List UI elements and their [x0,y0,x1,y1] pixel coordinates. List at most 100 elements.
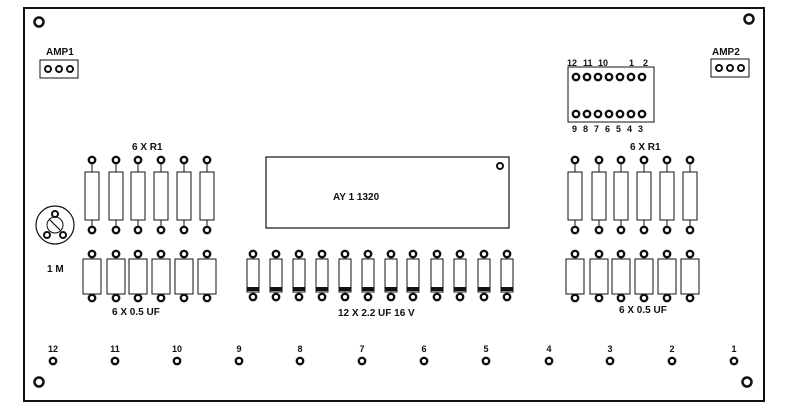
terminal-label: 2 [669,344,674,354]
polarity-band [247,287,259,291]
capacitor-pad [616,249,626,259]
capacitor-body [611,258,631,295]
capacitor-body [634,258,654,295]
terminal: 4 [544,344,554,366]
ic-pin1-marker [496,162,504,170]
connector-pin [571,109,581,119]
connector-pin-label: 12 [567,58,577,68]
amp2-label: AMP2 [712,47,740,58]
resistor-pad [111,225,121,235]
caps-left-label: 6 X 0.5 UF [112,307,160,318]
capacitor-pad [502,249,512,259]
resistor-pad [594,155,604,165]
terminal-label: 12 [48,344,58,354]
resistor-pad [639,225,649,235]
capacitor-pad [340,249,350,259]
polarity-band [362,287,374,291]
connector-pin [604,109,614,119]
capacitor-body [657,258,677,295]
terminal-pad [110,356,120,366]
caps-right-label: 6 X 0.5 UF [619,305,667,316]
resistor-bank-left [84,155,215,235]
resistor-pad [662,225,672,235]
connector-pin-label: 4 [627,124,632,134]
capacitor [500,249,514,302]
pot-body [35,205,75,245]
capacitor-pad [662,249,672,259]
terminal-label: 4 [546,344,551,354]
mounting-hole [33,376,45,388]
resistor-pad [87,155,97,165]
mounting-holes [33,13,755,388]
connector-pin [637,109,647,119]
capacitor-body [151,258,171,295]
terminal-pad [729,356,739,366]
resistor-body [659,171,675,221]
resistor-pad [133,225,143,235]
capacitor-body [82,258,102,295]
capacitor-pad [202,293,212,303]
terminal-label: 11 [110,344,120,354]
capacitor [430,249,444,302]
capacitor [338,249,352,302]
terminal-pad [419,356,429,366]
amp2-pin [726,64,734,72]
pot-slot [48,218,62,232]
capacitor [315,249,329,302]
resistor [176,155,192,235]
capacitor-body [589,258,609,295]
capacitor-pad [386,292,396,302]
capacitor-pad [570,293,580,303]
resistor [591,155,607,235]
capacitor [611,249,631,303]
capacitor-pad [317,292,327,302]
capacitor [174,249,194,303]
capacitor-bank-center [246,249,514,302]
connector-pin [593,109,603,119]
capacitor-pad [202,249,212,259]
resistor-body [613,171,629,221]
resistor-pad [133,155,143,165]
capacitor [82,249,102,303]
capacitor-pad [408,249,418,259]
capacitor [292,249,306,302]
connector-pin [637,72,647,82]
terminal-label: 6 [421,344,426,354]
capacitor-body [565,258,585,295]
capacitor-pad [294,249,304,259]
capacitor-pad [133,249,143,259]
resistors-right-label: 6 X R1 [630,142,661,153]
terminal: 6 [419,344,429,366]
resistor-pad [616,225,626,235]
polarity-band [454,287,466,291]
terminal-label: 10 [172,344,182,354]
resistor-pad [685,225,695,235]
resistor-pad [179,155,189,165]
terminal: 9 [234,344,244,366]
resistor-body [199,171,215,221]
capacitor-pad [294,292,304,302]
resistors-left-label: 6 X R1 [132,142,163,153]
capacitor-pad [87,293,97,303]
caps-center-label: 12 X 2.2 UF 16 V [338,308,415,319]
terminal-pad [667,356,677,366]
resistor-body [130,171,146,221]
resistor-pad [87,225,97,235]
capacitor-pad [502,292,512,302]
capacitor-pad [179,293,189,303]
resistor [613,155,629,235]
resistor-pad [594,225,604,235]
polarity-band [431,287,443,291]
capacitor [565,249,585,303]
resistor-pad [570,155,580,165]
terminal: 1 [729,344,739,366]
capacitor-body [500,258,514,293]
connector-top-pins [571,72,647,82]
capacitor-body [269,258,283,293]
capacitor-pad [662,293,672,303]
capacitor-pad [248,249,258,259]
capacitor-pad [455,292,465,302]
ic-body [265,156,510,229]
resistor-body [567,171,583,221]
connector-pin-label: 7 [594,124,599,134]
